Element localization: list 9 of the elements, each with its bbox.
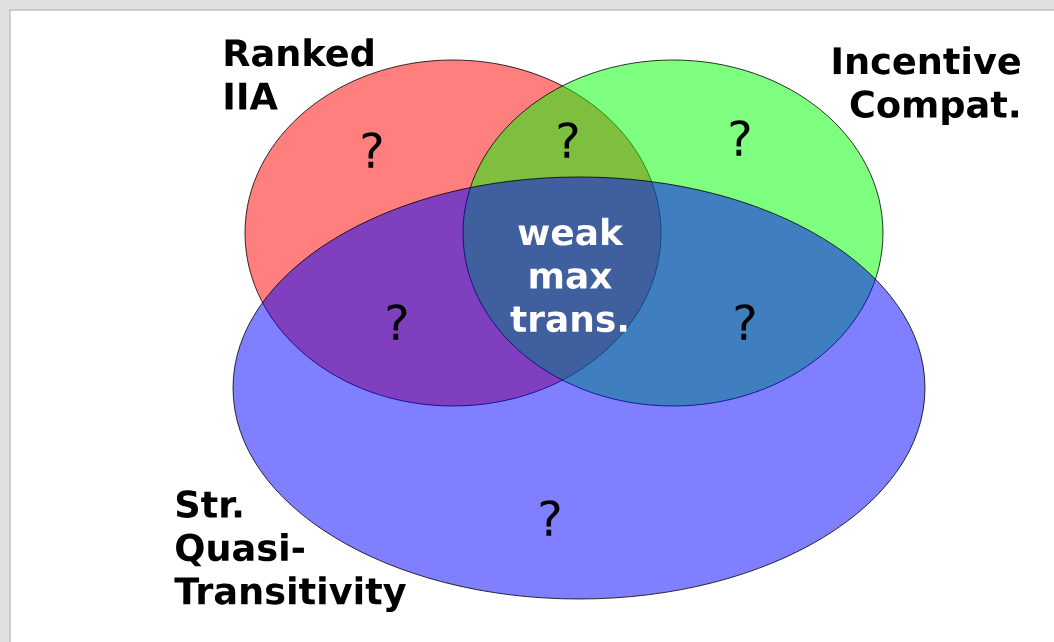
question-mark: ? xyxy=(558,122,578,158)
node-label: Str. xyxy=(176,490,242,518)
question-mark: ? xyxy=(735,304,755,340)
question-mark: ? xyxy=(362,132,382,168)
question-mark: ? xyxy=(730,120,750,156)
region-label: weak max trans. xyxy=(510,217,627,333)
question-mark: ? xyxy=(387,304,407,340)
question-mark: ? xyxy=(540,500,560,536)
node-label: Incentive Compat. xyxy=(833,46,1020,126)
